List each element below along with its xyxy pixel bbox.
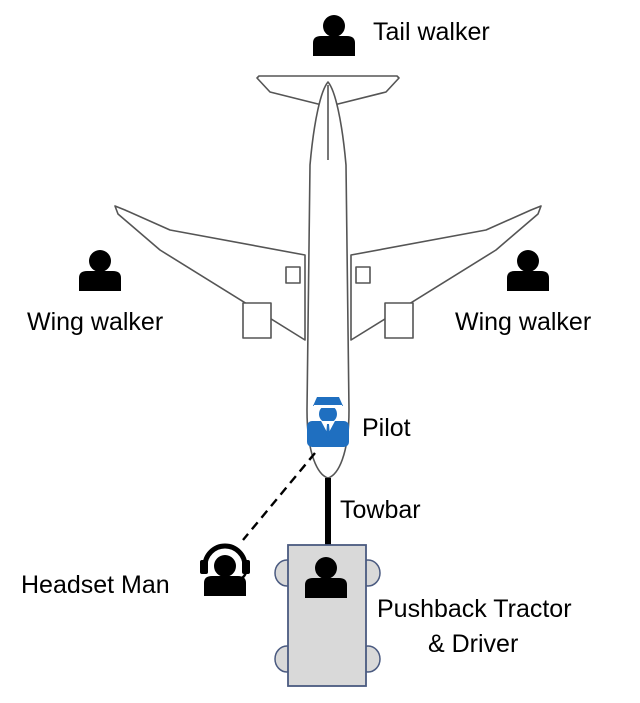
right-wing-walker-person-icon xyxy=(507,250,549,291)
headset-person-icon xyxy=(200,543,250,596)
tail-walker-person-icon xyxy=(313,15,355,56)
left-engine xyxy=(242,302,272,339)
headset-man-label: Headset Man xyxy=(21,571,170,599)
pushback-tractor-label: Pushback Tractor xyxy=(377,595,572,623)
left-landing-gear xyxy=(285,266,301,284)
pilot-icon xyxy=(307,397,349,447)
tail-walker-label: Tail walker xyxy=(373,18,490,46)
tractor-driver-label: & Driver xyxy=(428,630,518,658)
right-landing-gear xyxy=(355,266,371,284)
aircraft xyxy=(114,75,542,479)
right-wing-walker-label: Wing walker xyxy=(455,308,591,336)
pushback-tractor xyxy=(274,544,381,687)
left-wing-walker-person-icon xyxy=(79,250,121,291)
pilot-label: Pilot xyxy=(362,414,411,442)
left-wing-walker-label: Wing walker xyxy=(27,308,163,336)
towbar-label: Towbar xyxy=(340,496,421,524)
right-engine xyxy=(384,302,414,339)
headset-link-line xyxy=(242,452,316,541)
